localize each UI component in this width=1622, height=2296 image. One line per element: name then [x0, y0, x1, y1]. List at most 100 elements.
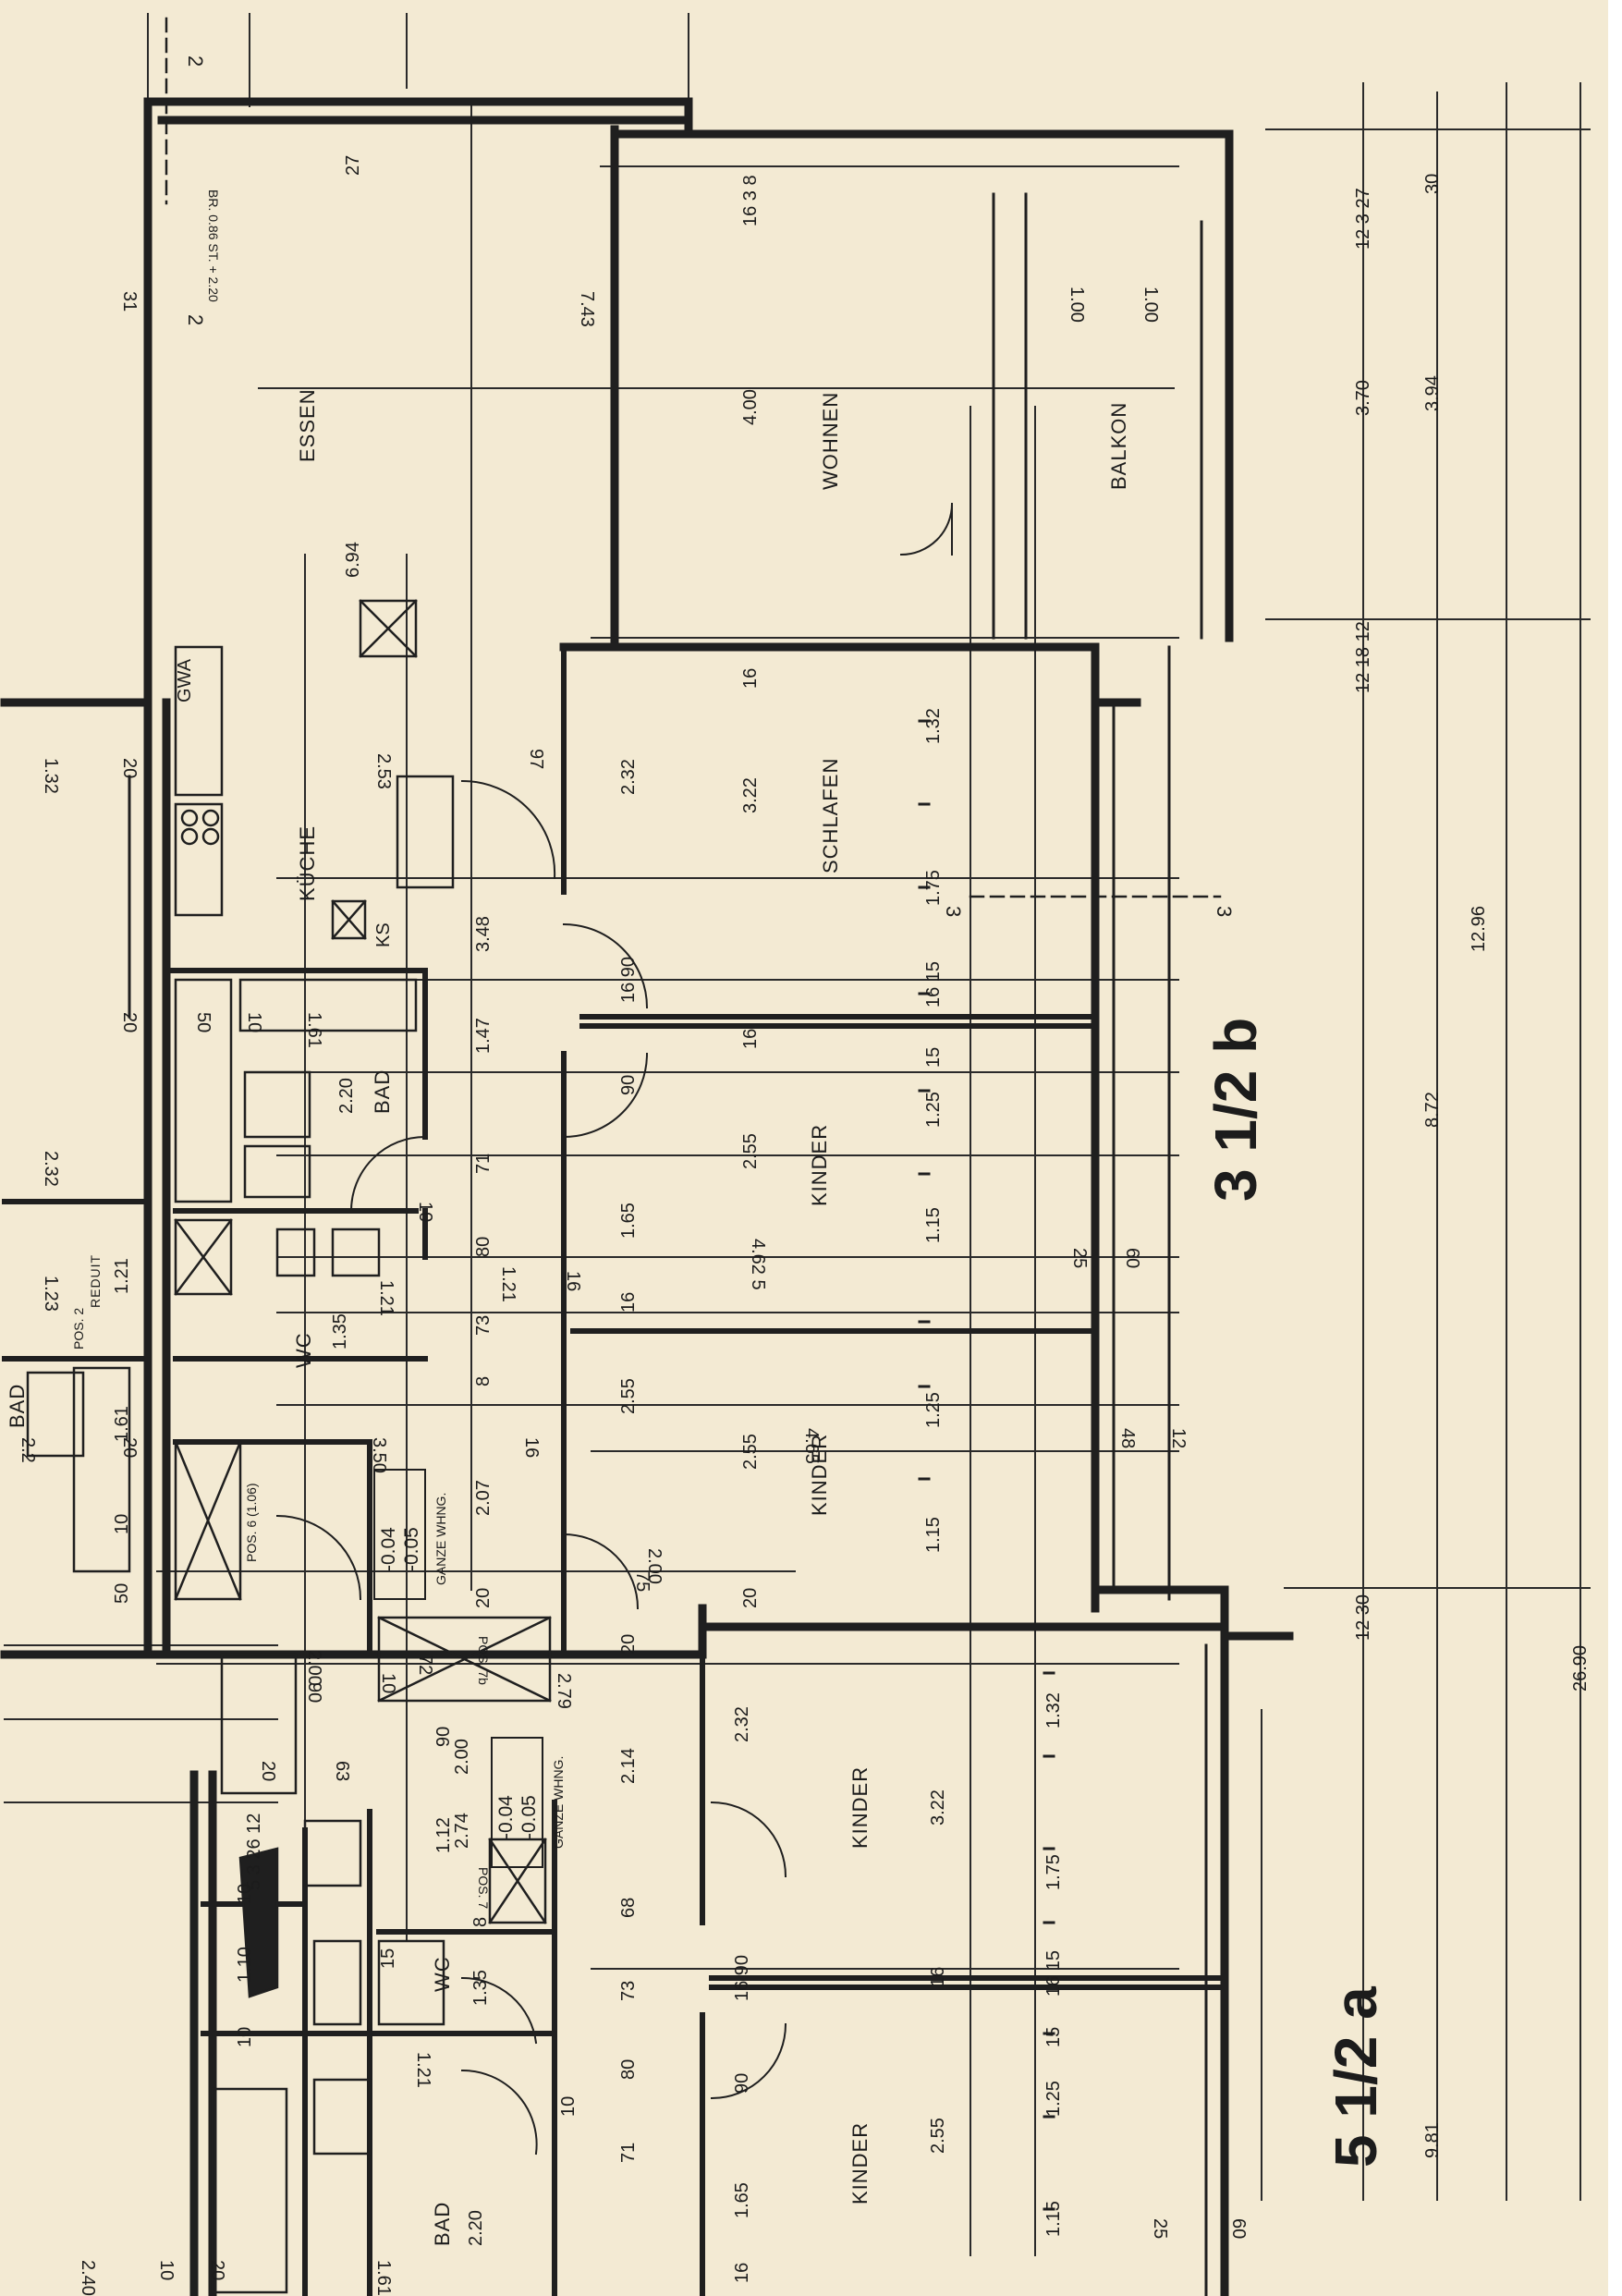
dim-4-62-5: 4.62 5 [748, 1239, 768, 1290]
unit-label-5-5-a: 5 1/2 a [1323, 1986, 1389, 2168]
dim-16-a-bot: 16 [732, 2262, 752, 2283]
dim-1-75-schlafen: 1.75 [923, 870, 944, 906]
dim-1-32-a: 1.32 [1043, 1692, 1064, 1728]
dim-71-b: 71 [618, 2142, 639, 2163]
dim-1-12: 1.12 [433, 1817, 454, 1853]
dim-2-74: 2.74 [452, 1813, 472, 1849]
dim-12-3-27: 12 3 27 [1353, 188, 1373, 250]
dim-63: 63 [332, 1761, 352, 1782]
dim-90-d: 90 [433, 1726, 454, 1747]
fixtures [26, 599, 552, 2294]
dim-97: 97 [526, 749, 546, 770]
room-label-kuche: KÜCHE [296, 824, 319, 901]
room-label-essen: ESSEN [296, 388, 319, 462]
dim-2-55-kinder: 2.55 [740, 1133, 761, 1169]
room-label-reduit: REDUIT [88, 1253, 103, 1308]
dim-3-48: 3.48 [473, 916, 494, 952]
dim-12-96: 12.96 [1469, 905, 1489, 952]
tick-marks [918, 719, 1055, 2211]
dim-25-b: 25 [1150, 2218, 1170, 2240]
dim-50-left: 50 [112, 1582, 132, 1604]
dim-20-c: 20 [258, 1761, 278, 1782]
dim-10-c: 10 [235, 1883, 255, 1904]
level-b-value-2: -0.05 [401, 1527, 422, 1571]
level-boxes [373, 1469, 543, 1868]
dim-1-15-b: 1.15 [923, 1517, 944, 1553]
section-lines [165, 17, 1222, 898]
dim-16-wohnen: 16 [740, 667, 761, 689]
dim-10: 10 [415, 1202, 435, 1223]
dim-31: 31 [119, 291, 140, 312]
dim-2-00-b: 2.00 [304, 1650, 324, 1686]
label-window-note: BR. 0.86 ST. + 2.20 [206, 189, 221, 302]
dim-1-15: 1.15 [923, 1207, 944, 1243]
dim-2-00-c: 2.00 [452, 1739, 472, 1775]
dim-80-b: 80 [618, 2058, 639, 2080]
room-label-wohnen: WOHNEN [819, 391, 842, 490]
dim-12: 12 [1168, 1428, 1189, 1449]
dim-8-72: 8.72 [1422, 1092, 1443, 1128]
dim-73-b: 73 [618, 1980, 639, 2001]
dim-12-18-12: 12 18 12 [1353, 621, 1373, 693]
dim-7-43: 7.43 [577, 291, 597, 327]
dim-3-70: 3.70 [1353, 380, 1373, 416]
dim-2-2-left: 2.2 [18, 1437, 38, 1463]
section-marker-3-left: 3 [942, 906, 965, 919]
dim-20-bot: 20 [618, 1633, 639, 1655]
dim-4-65: 4.65 [801, 1428, 822, 1464]
dim-15: 15 [923, 1046, 944, 1068]
label-pos-2: POS. 2 [71, 1307, 86, 1350]
dim-68: 68 [618, 1897, 639, 1918]
dim-1-00-b: 1.00 [1140, 287, 1161, 323]
label-pos-7b: POS. 7b [476, 1636, 491, 1685]
dim-20-rt: 20 [740, 1587, 761, 1608]
dim-1-65: 1.65 [618, 1203, 639, 1239]
interior-walls [2, 644, 1227, 2296]
room-label-kinder-b1: KINDER [808, 1123, 831, 1206]
dim-16-a: 16 [928, 1966, 948, 1987]
room-label-schlafen: SCHLAFEN [819, 757, 842, 873]
dim-50: 50 [193, 1012, 213, 1033]
room-label-kinder-a2: KINDER [848, 2121, 872, 2204]
dim-48: 48 [1117, 1428, 1138, 1449]
dimension-lines [4, 13, 1591, 2256]
dim-9-81: 9.81 [1422, 2122, 1443, 2158]
dim-2-32-a: 2.32 [732, 1706, 752, 1742]
level-a-value-2: -0.05 [518, 1795, 540, 1839]
room-label-bad-b: BAD [371, 1069, 394, 1114]
dim-16-90: 16 90 [618, 956, 639, 1003]
room-label-kinder-a1: KINDER [848, 1765, 872, 1849]
room-label-bad-left: BAD [6, 1383, 29, 1428]
dim-1-61-b: 1.61 [373, 2260, 394, 2296]
dim-3-22-schlafen: 3.22 [740, 777, 761, 813]
dim-12-30: 12 30 [1353, 1594, 1373, 1641]
dim-16-kinder: 16 [740, 1028, 761, 1049]
dim-26-90: 26.90 [1570, 1644, 1591, 1691]
dim-1-32-schlafen: 1.32 [923, 708, 944, 744]
dim-1-32-left: 1.32 [41, 758, 61, 794]
dim-1-21-b: 1.21 [413, 2052, 433, 2088]
dim-10-corridor: 10 [378, 1673, 398, 1694]
dim-2-32-schlafen: 2.32 [618, 759, 639, 795]
dim-27: 27 [343, 154, 363, 176]
dim-20-a: 20 [119, 1012, 140, 1033]
room-label-bad-a: BAD [431, 2201, 454, 2246]
dim-2-20: 2.20 [336, 1078, 357, 1114]
dim-15-a: 15 [1043, 2026, 1064, 2047]
dim-8: 8 [473, 1375, 494, 1386]
label-gwa: GWA [175, 658, 195, 702]
dim-2-55-c: 2.55 [740, 1434, 761, 1470]
unit-label-3-5-b: 3 1/2 b [1202, 1017, 1269, 1202]
dim-2-07: 2.07 [473, 1480, 494, 1516]
dim-1-21: 1.21 [498, 1266, 518, 1302]
dim-20-b: 20 [119, 758, 140, 779]
dim-1-25-b: 1.25 [923, 1392, 944, 1428]
dim-16-15: 16 15 [923, 960, 944, 1008]
dim-16-b: 16 [563, 1271, 583, 1292]
level-b-value-1: -0.04 [378, 1527, 399, 1571]
dim-1-61: 1.61 [304, 1012, 324, 1048]
dim-1-25: 1.25 [923, 1092, 944, 1128]
window-lines [128, 192, 1208, 2296]
